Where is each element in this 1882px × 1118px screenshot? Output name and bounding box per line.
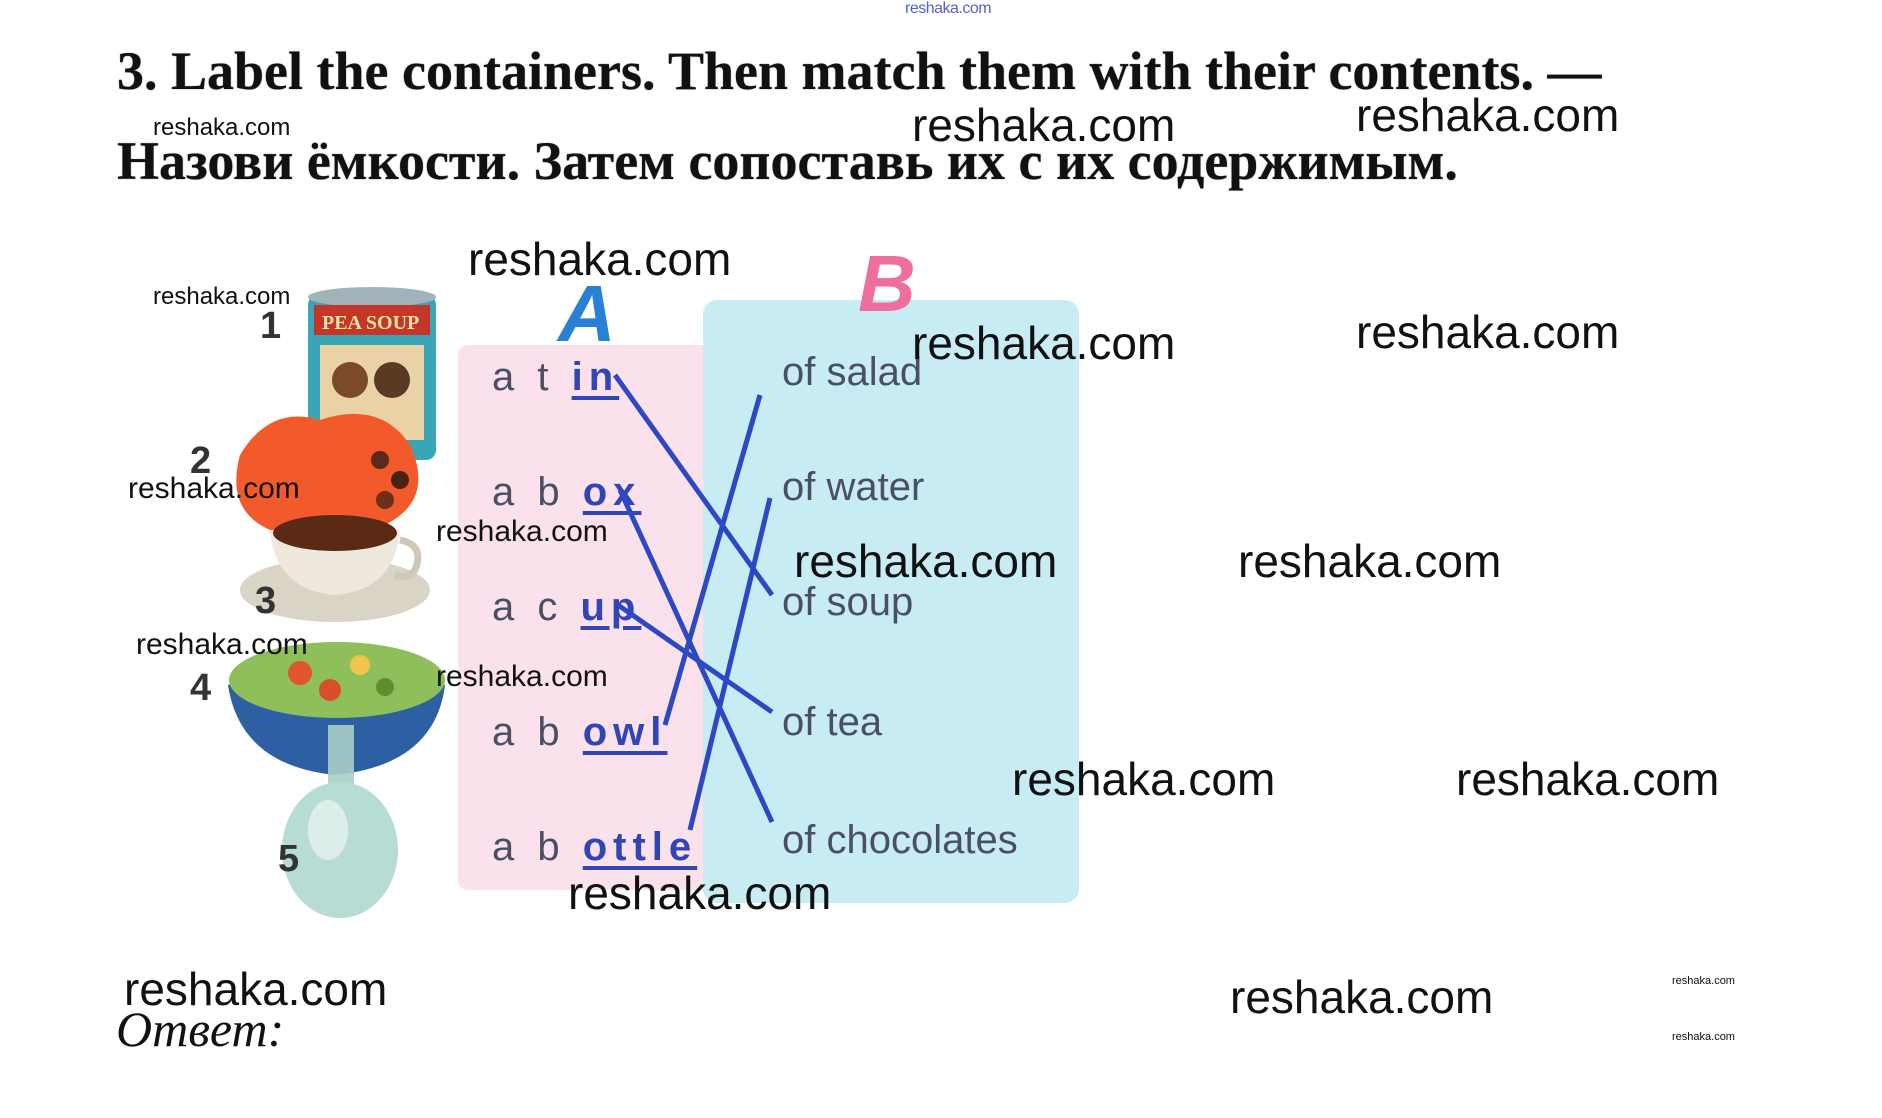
word-tin: a t in [492,355,620,399]
watermark: reshaka.com [153,114,291,141]
watermark: reshaka.com [153,283,291,310]
contents-tea: of tea [782,700,883,744]
contents-chocolates: of chocolates [782,818,1018,862]
exercise-heading-russian: Назови ёмкости. Затем сопоставь их с их … [117,131,1458,191]
bottle-picture [282,725,398,918]
filled-letters: in [571,355,620,399]
watermark: reshaka.com [436,515,608,548]
column-b-letter: B [858,239,916,328]
watermark: reshaka.com [1672,1031,1735,1043]
match-line-bottle-water [687,497,773,831]
watermark: reshaka.com [1238,535,1502,587]
watermark: reshaka.com [136,628,308,661]
filled-letters: owl [582,710,668,754]
item-number-3: 3 [255,580,277,622]
watermark: reshaka.com [124,963,388,1015]
watermark: reshaka.com [568,867,832,919]
container-pictures: PEA SOUP [228,287,445,918]
match-line-tin-soup [612,373,775,597]
contents-salad: of salad [782,350,923,394]
filled-letters: ottle [582,825,698,869]
watermark: reshaka.com [1672,975,1735,987]
tea-cup-picture [240,515,430,622]
item-number-4: 4 [190,667,212,709]
match-line-box-chocolates [617,488,775,824]
watermark: reshaka.com [1356,306,1620,358]
word-bottle: a b ottle [492,825,698,869]
watermark: reshaka.com [912,317,1176,369]
contents-water: of water [782,465,925,509]
column-a-letter: A [558,269,616,358]
top-watermark: reshaka.com [905,0,992,17]
watermark: reshaka.com [912,99,1176,151]
watermark: reshaka.com [468,233,732,285]
word-bowl: a b owl [492,710,668,754]
match-line-bowl-salad [662,394,763,726]
word-cup: a c up [492,585,642,629]
watermark: reshaka.com [1456,753,1720,805]
watermark: reshaka.com [436,660,608,693]
soup-can-picture: PEA SOUP [308,287,436,460]
chocolate-box-picture [236,413,419,539]
filled-letters: up [580,585,642,629]
watermark: reshaka.com [1230,971,1494,1023]
answer-label: Ответ: [116,1001,285,1057]
soup-can-label: PEA SOUP [322,312,419,334]
salad-bowl-picture [228,642,445,775]
item-number-2: 2 [190,440,212,482]
exercise-heading-english: 3. Label the containers. Then match them… [117,41,1602,101]
contents-soup: of soup [782,580,914,624]
item-number-1: 1 [260,305,282,347]
watermark: reshaka.com [1356,89,1620,141]
item-number-5: 5 [278,838,300,880]
watermark: reshaka.com [128,472,300,505]
match-line-cup-tea [616,602,774,715]
watermark: reshaka.com [794,535,1058,587]
watermark: reshaka.com [1012,753,1276,805]
